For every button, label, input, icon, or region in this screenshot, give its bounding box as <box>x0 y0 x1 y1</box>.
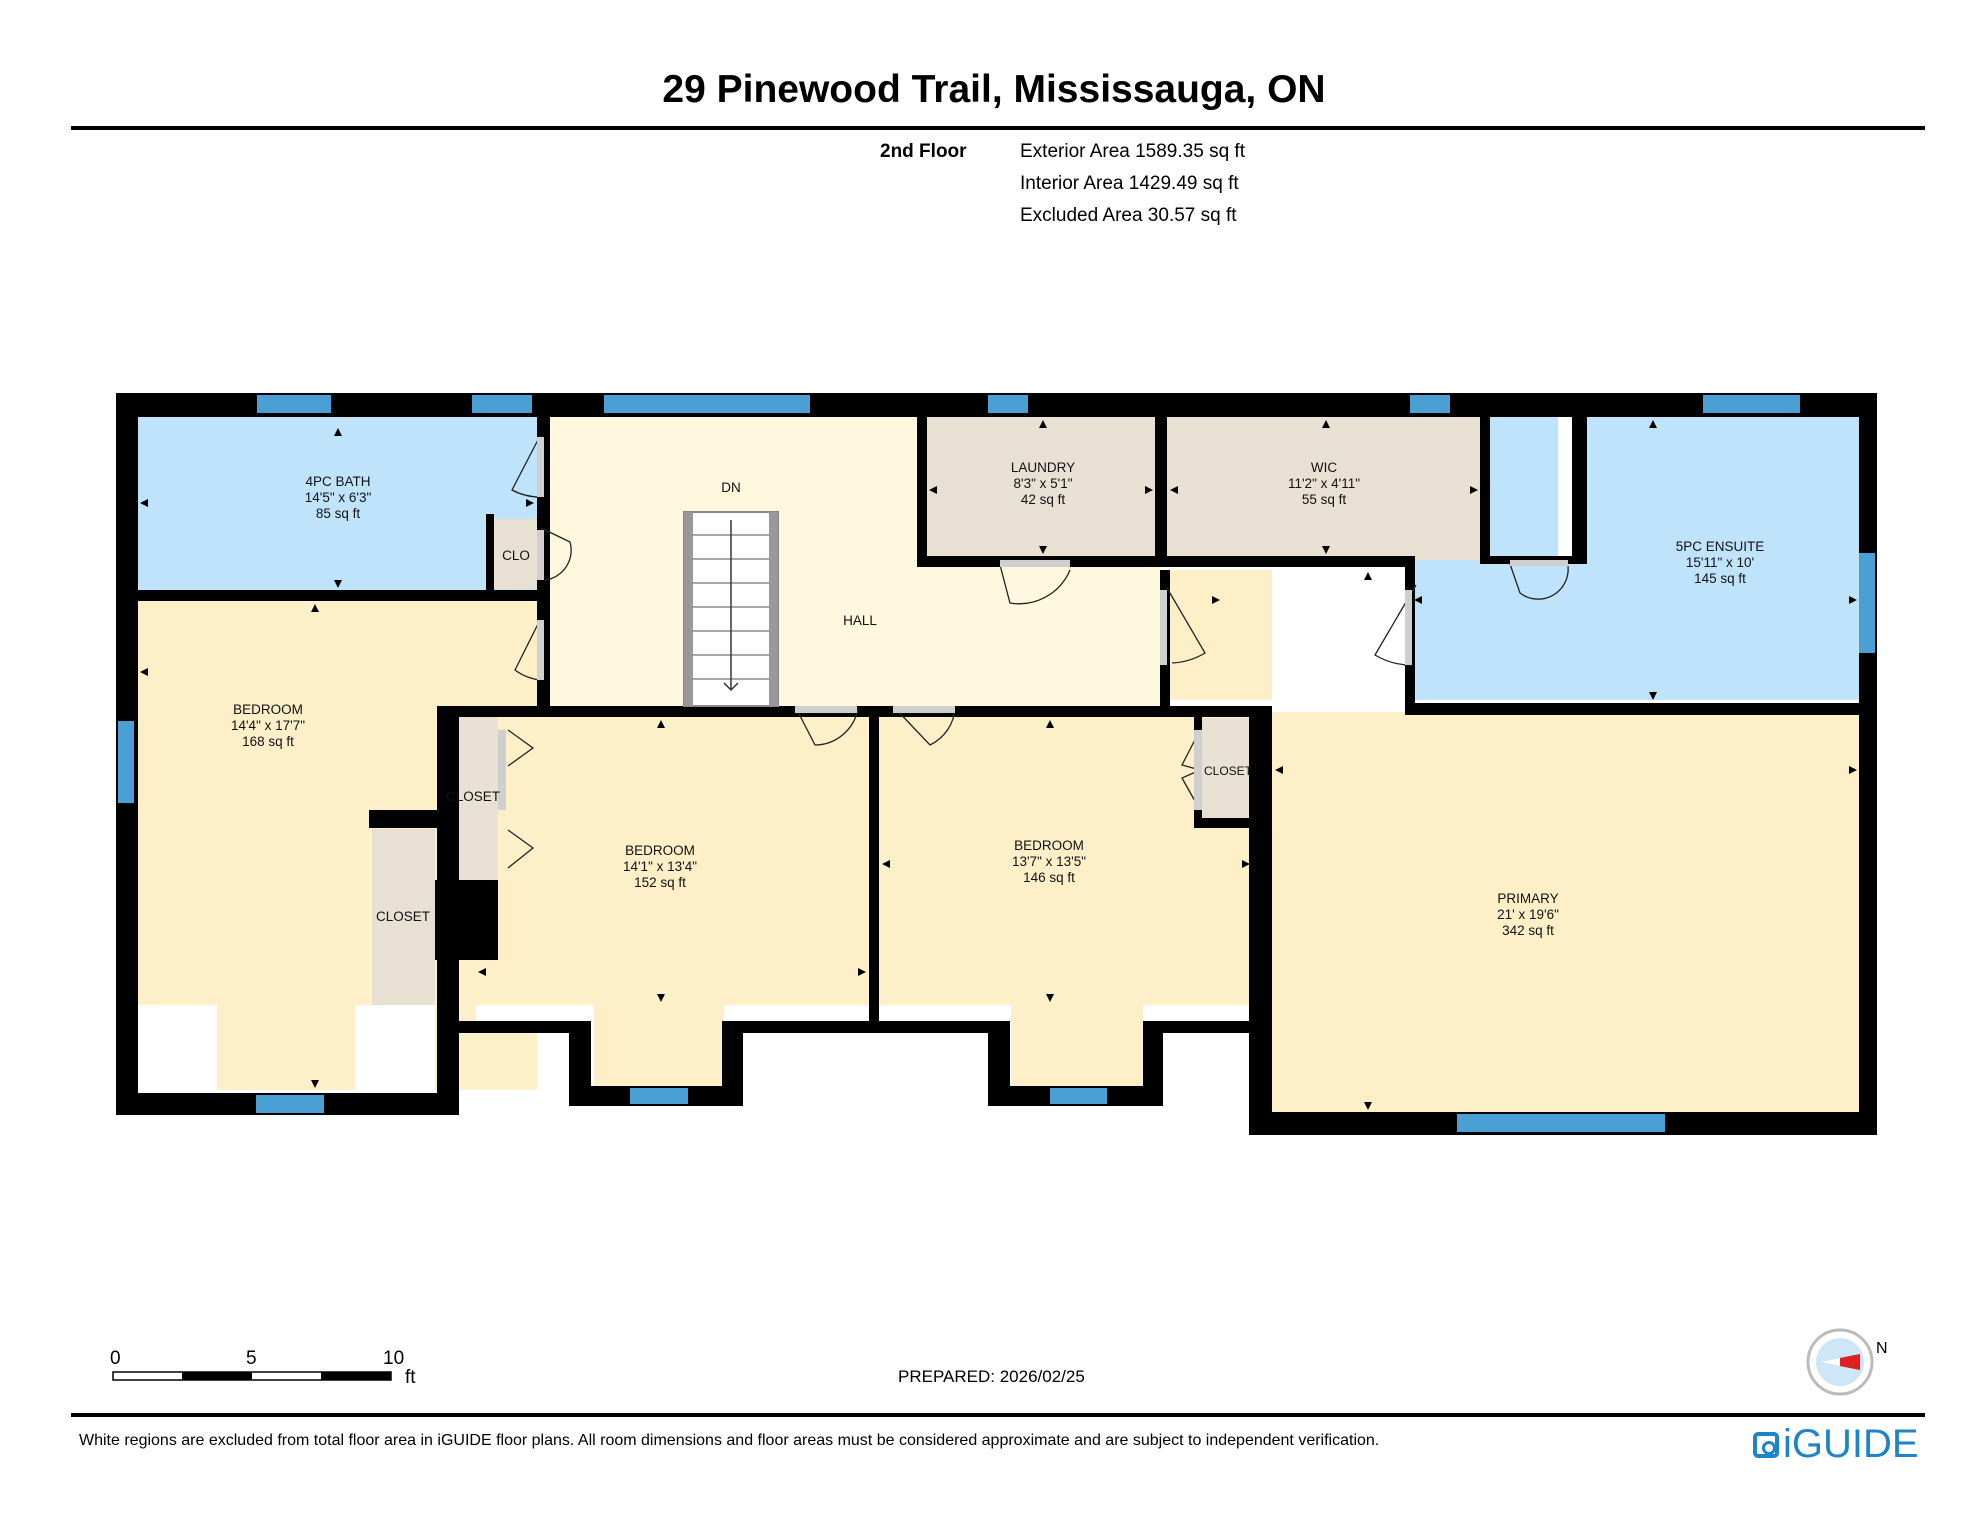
label-clo: CLO <box>502 548 530 563</box>
room-clo <box>490 519 537 589</box>
door-primary-hall <box>1166 587 1206 664</box>
label-bedroom-east-dims: 13'7" x 13'5" <box>1012 854 1086 869</box>
label-ensuite-area: 145 sq ft <box>1694 571 1746 586</box>
label-bedroom-east-area: 146 sq ft <box>1023 870 1075 885</box>
prepared-date: PREPARED: 2026/02/25 <box>898 1367 1085 1386</box>
door-closet-mid-top <box>507 729 535 767</box>
label-closet-west: CLOSET <box>376 909 430 924</box>
room-bedroom-east <box>879 716 1253 1005</box>
room-closet-west <box>372 829 435 1005</box>
door-closet-mid-bottom <box>507 829 535 869</box>
label-stairs-dn: DN <box>721 480 741 495</box>
compass-north-label: N <box>1876 1340 1888 1357</box>
excluded-region-1 <box>137 1005 217 1090</box>
room-bedroom-middle-bay <box>594 1005 724 1089</box>
room-primary <box>1272 712 1860 1112</box>
window <box>1410 395 1450 413</box>
room-ensuite-alcove <box>1490 417 1558 560</box>
room-5pc-ensuite <box>1410 560 1860 700</box>
label-bedroom-middle-name: BEDROOM <box>625 843 695 858</box>
iguide-logo: iGUIDE <box>1753 1422 1919 1467</box>
label-laundry-name: LAUNDRY <box>1011 460 1075 475</box>
scale-label-10: 10 <box>383 1348 405 1369</box>
window <box>1050 1088 1107 1104</box>
label-4pc-bath-area: 85 sq ft <box>316 506 361 521</box>
label-bedroom-west-area: 168 sq ft <box>242 734 294 749</box>
dimension-arrows <box>140 420 1857 1110</box>
excluded-region-3 <box>476 1005 590 1021</box>
scale-label-5: 5 <box>246 1348 257 1369</box>
label-ensuite-name: 5PC ENSUITE <box>1676 539 1765 554</box>
label-hall: HALL <box>843 613 877 628</box>
window <box>256 1095 324 1113</box>
disclaimer: White regions are excluded from total fl… <box>79 1432 1380 1449</box>
windows <box>118 395 1875 1132</box>
iguide-logo-icon <box>1753 1431 1779 1458</box>
door-openings <box>498 437 1568 810</box>
window <box>1703 395 1800 413</box>
scale-bar <box>112 1371 392 1381</box>
room-wic <box>1167 417 1480 560</box>
excluded-region-5 <box>879 1005 1011 1021</box>
room-bedroom-middle <box>498 716 869 1005</box>
window <box>472 395 532 413</box>
window <box>1859 553 1875 653</box>
header-rule <box>71 126 1925 130</box>
label-primary-area: 342 sq ft <box>1502 923 1554 938</box>
label-primary-dims: 21' x 19'6" <box>1497 907 1559 922</box>
door-ensuite-alcove <box>1509 563 1569 600</box>
label-4pc-bath-dims: 14'5" x 6'3" <box>305 490 372 505</box>
window <box>630 1088 688 1104</box>
label-bedroom-west-name: BEDROOM <box>233 702 303 717</box>
window <box>988 395 1028 413</box>
excluded-region-4 <box>724 1005 869 1021</box>
room-bedroom-east-bay <box>1011 1005 1143 1089</box>
label-bedroom-middle-area: 152 sq ft <box>634 875 686 890</box>
label-primary-name: PRIMARY <box>1497 891 1558 906</box>
excluded-region-2 <box>355 1005 435 1090</box>
label-closet-east: CLOSET <box>1204 764 1253 778</box>
label-bedroom-middle-dims: 14'1" x 13'4" <box>623 859 697 874</box>
window <box>604 395 810 413</box>
floor-label: 2nd Floor <box>880 141 967 162</box>
excluded-area: Excluded Area 30.57 sq ft <box>1020 205 1237 226</box>
room-hall-east <box>917 560 1162 707</box>
compass-icon <box>1806 1328 1874 1396</box>
label-laundry-area: 42 sq ft <box>1021 492 1066 507</box>
window <box>257 395 331 413</box>
interior-area: Interior Area 1429.49 sq ft <box>1020 173 1239 194</box>
label-4pc-bath-name: 4PC BATH <box>305 474 370 489</box>
label-wic-area: 55 sq ft <box>1302 492 1347 507</box>
room-5pc-ensuite-main <box>1587 417 1860 560</box>
label-wic-dims: 11'2" x 4'11" <box>1288 476 1360 491</box>
property-title: 29 Pinewood Trail, Mississauga, ON <box>662 68 1326 111</box>
label-bedroom-west-dims: 14'4" x 17'7" <box>231 718 305 733</box>
scale-unit: ft <box>405 1367 416 1388</box>
excluded-region-6 <box>1143 1005 1253 1021</box>
window <box>118 721 134 803</box>
footer-rule <box>71 1413 1925 1417</box>
label-ensuite-dims: 15'11" x 10' <box>1686 555 1754 570</box>
exterior-area: Exterior Area 1589.35 sq ft <box>1020 141 1245 162</box>
label-bedroom-east-name: BEDROOM <box>1014 838 1084 853</box>
compass: N <box>1806 1326 1888 1411</box>
iguide-logo-text: iGUIDE <box>1783 1422 1919 1466</box>
door-laundry <box>999 564 1071 605</box>
room-closet-east <box>1201 718 1253 818</box>
door-clo <box>540 527 572 581</box>
label-laundry-dims: 8'3" x 5'1" <box>1013 476 1072 491</box>
door-bedroom-east <box>892 705 956 746</box>
room-laundry <box>927 417 1155 556</box>
scale-label-0: 0 <box>110 1348 121 1369</box>
door-bedroom-middle <box>794 705 859 746</box>
stairs <box>683 511 779 707</box>
label-wic-name: WIC <box>1311 460 1337 475</box>
room-primary-entry <box>1166 570 1272 700</box>
room-4pc-bath <box>137 417 537 590</box>
window <box>1457 1114 1665 1132</box>
label-closet-mid: CLOSET <box>446 789 500 804</box>
